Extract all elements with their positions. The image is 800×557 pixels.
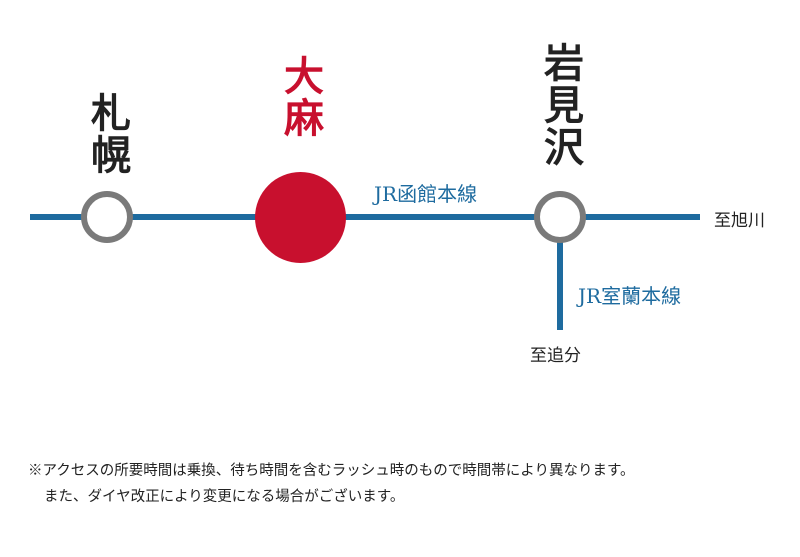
- station-iwamizawa-marker[interactable]: [534, 191, 586, 243]
- station-oasa-label: 大麻: [277, 55, 324, 139]
- station-sapporo-marker[interactable]: [81, 191, 133, 243]
- muroran-line-label: JR室蘭本線: [578, 284, 682, 308]
- note-line-2: また、ダイヤ改正により変更になる場合がございます。: [44, 489, 405, 505]
- note-line-1: ※アクセスの所要時間は乗換、待ち時間を含むラッシュ時のもので時間帯により異なりま…: [28, 463, 635, 479]
- hakodate-line-track: [30, 214, 700, 220]
- muroran-line-track: [557, 217, 563, 330]
- destination-asahikawa: 至旭川: [714, 211, 765, 231]
- station-sapporo-label: 札幌: [84, 92, 131, 176]
- hakodate-line-label: JR函館本線: [374, 182, 478, 206]
- station-iwamizawa-label: 岩見沢: [537, 42, 584, 168]
- station-oasa-marker[interactable]: [255, 172, 346, 263]
- destination-oiwake: 至追分: [530, 346, 581, 366]
